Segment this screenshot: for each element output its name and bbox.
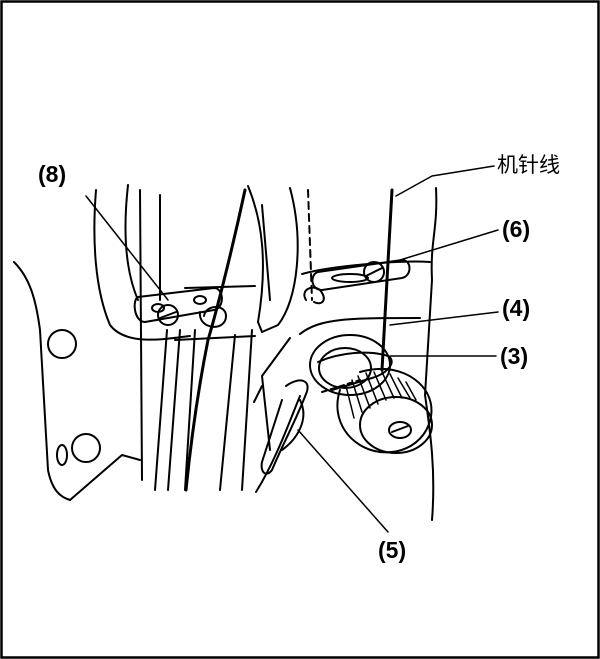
center-panel-inner [261,204,271,301]
tension-disc-outer [309,334,391,396]
guide-hole-8b [193,295,207,305]
head-line-4 [167,329,181,491]
tension-knob-slot [391,425,409,433]
guide-screw-6-slot [365,267,383,277]
center-panel-right [257,187,299,333]
tension-knob-face [359,396,433,454]
leader-5 [297,429,389,533]
thread-guide-8 [133,287,223,323]
thread-guide-hook [303,286,325,305]
screw-hole-large [47,329,77,359]
thread-lever-5 [260,379,309,475]
head-line-6 [219,334,236,491]
head-line-3 [154,329,168,491]
machine-arm-edge [69,454,141,501]
tension-disc-inner [318,347,372,389]
thread-eyelet [198,306,227,328]
face-plate-left [124,184,139,301]
label-6: (6) [502,216,531,242]
head-line-5 [184,329,196,491]
needle-thread-right [380,188,394,372]
thread-lever-stub [253,385,263,403]
guide-screw-8 [157,304,179,326]
guide-hole-8a [151,303,165,313]
label-4: (4) [502,295,531,321]
machine-arm-outline [13,261,71,501]
screw-hole-round [71,433,101,463]
guide-screw-slot [159,311,177,319]
label-8: (8) [38,161,67,187]
right-head-outline [424,187,438,521]
guide-plate-bottom [174,335,256,341]
tension-knob-knurl [345,371,417,419]
thread-guide-6 [311,259,411,291]
leader-4 [389,311,499,326]
take-up-spring [317,351,393,391]
screw-hole-small [56,444,68,466]
needle-bar-hidden [307,189,313,301]
guide-plate-top [184,285,256,289]
spring-dash [321,379,361,393]
center-panel-left [247,185,264,323]
tension-knob-hub [388,421,412,439]
leader-6 [399,229,499,261]
thread-lower-tail [255,395,301,493]
leader-needle-thread [395,165,495,197]
thread-lever-lower [281,399,305,451]
head-line-1 [139,189,143,481]
leader-8 [85,195,169,301]
label-3: (3) [500,343,529,369]
face-plate-curve [93,189,191,341]
head-line-7 [241,329,253,491]
guide-screw-6 [363,261,385,283]
guide-hole-6 [331,273,369,283]
tension-body-left [261,337,291,451]
tension-knob-body [336,367,433,454]
needle-thread-left [184,188,247,492]
label-5: (5) [378,537,407,563]
label-needle-thread: 机针线 [497,153,560,177]
tension-base-lower [299,317,421,335]
